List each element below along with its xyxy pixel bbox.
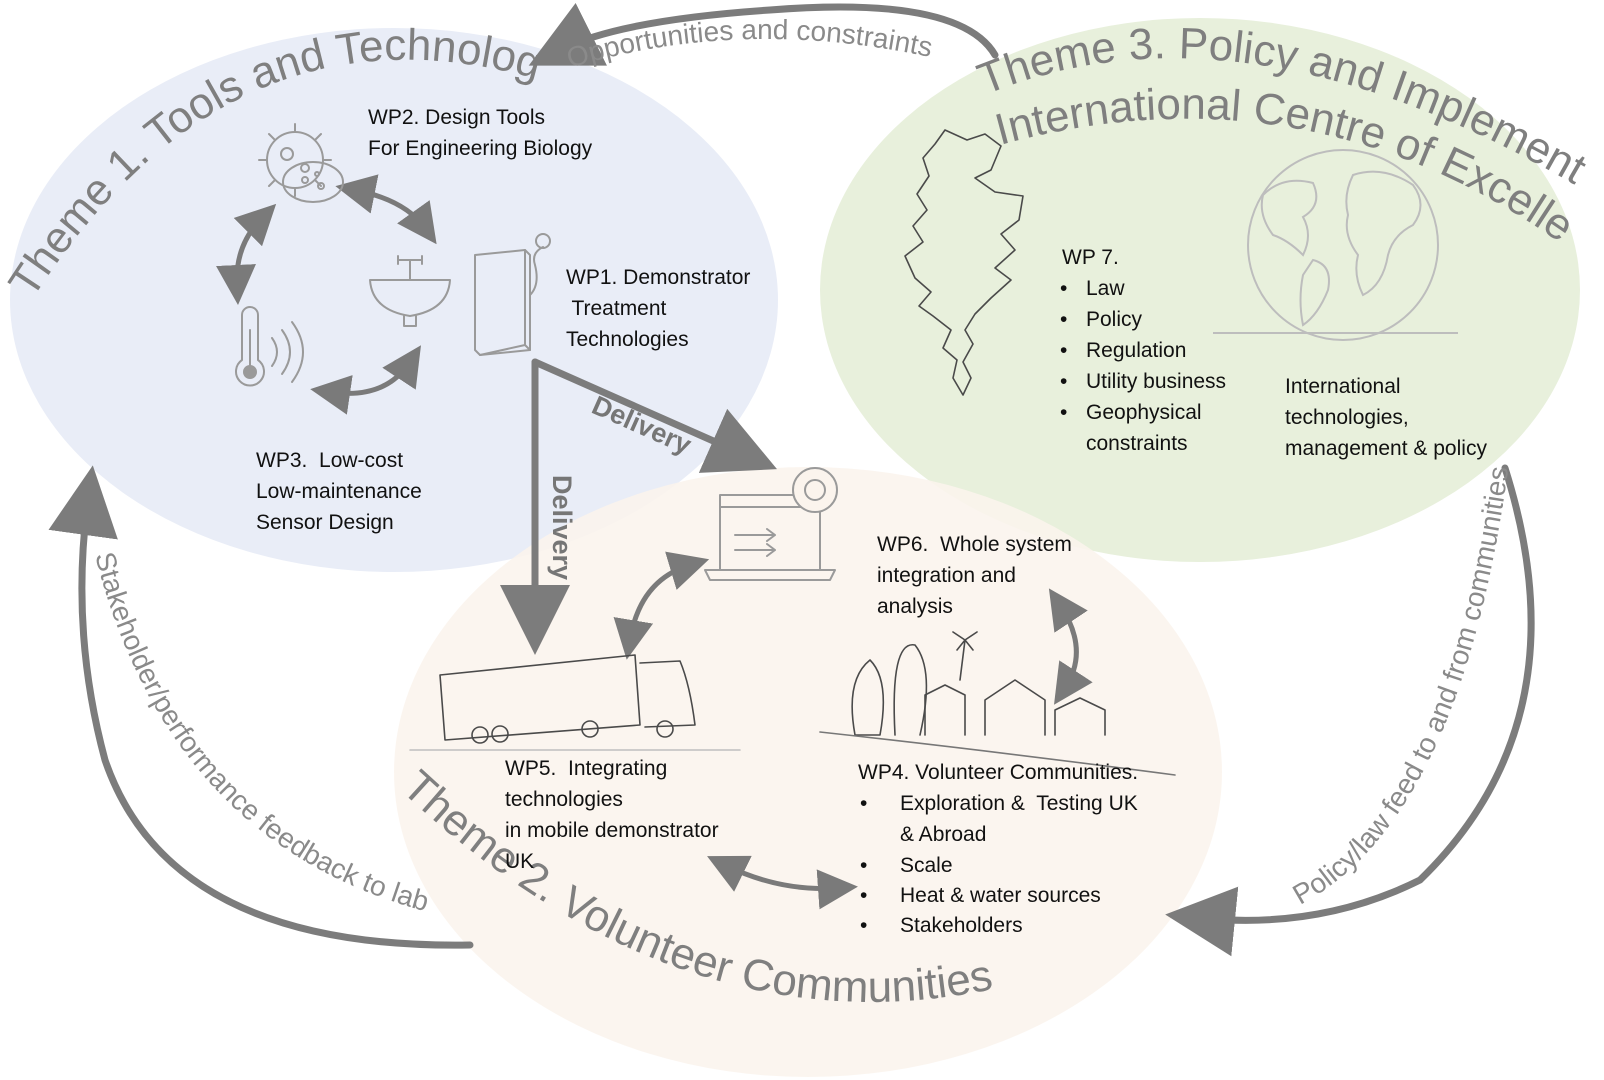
truck-icon <box>409 654 741 751</box>
international-text: International technologies, management &… <box>1285 375 1487 460</box>
wp7-bullet: • <box>1060 277 1067 300</box>
wp4-bullet: • <box>860 854 867 877</box>
wp4-title: WP4. Volunteer Communities. <box>858 761 1138 784</box>
wp7-bullet: • <box>1060 370 1067 393</box>
delivery-diagonal-arrow <box>531 358 778 473</box>
wp3-line3: Sensor Design <box>256 511 394 534</box>
treatment-unit-icon <box>474 233 551 356</box>
theme3-ellipse <box>820 18 1580 562</box>
village-icon <box>819 631 1176 776</box>
wp3-line1: WP3. Low-cost <box>256 449 403 472</box>
microbe-icon <box>258 123 344 203</box>
wp4-item-scale: Scale <box>900 854 953 877</box>
wp7-item-law: Law <box>1086 277 1125 300</box>
globe-icon <box>1213 149 1458 341</box>
scotland-map-icon <box>904 129 1024 396</box>
wp3-line2: Low-maintenance <box>256 480 422 503</box>
wp6-text: WP6. Whole system integration and analys… <box>877 533 1072 618</box>
stakeholder-feedback-arrow <box>48 465 474 949</box>
computer-gear-icon <box>704 467 838 581</box>
wp6-line1: WP6. Whole system <box>877 533 1072 556</box>
wp3-wp1-arrow <box>310 345 422 415</box>
wp5-wp4-arrow <box>707 855 858 910</box>
wp6-wp4-arrow <box>1048 588 1093 705</box>
wp7-bullet: • <box>1060 308 1067 331</box>
wp3-text: WP3. Low-cost Low-maintenance Sensor Des… <box>256 449 422 534</box>
opportunities-arrow <box>528 3 999 66</box>
wp6-line3: analysis <box>877 595 953 618</box>
wp7-item-regulation: Regulation <box>1086 339 1186 362</box>
wp2-wp3-arrow <box>216 203 277 305</box>
wp2-wp1-arrow <box>335 174 437 245</box>
opportunities-label: Opportunities and constraints <box>563 14 935 74</box>
delivery-vertical-label: Delivery <box>547 475 577 580</box>
wp1-line1: WP1. Demonstrator <box>566 266 750 289</box>
wp5-line4: UK <box>505 850 534 873</box>
wp7-item-utility: Utility business <box>1086 370 1226 393</box>
wp2-line2: For Engineering Biology <box>368 137 593 160</box>
wp4-bullet: • <box>860 884 867 907</box>
international-line2: technologies, <box>1285 406 1409 429</box>
wp7-item-policy: Policy <box>1086 308 1143 331</box>
wp4-item-stakeholders: Stakeholders <box>900 914 1023 937</box>
international-line3: management & policy <box>1285 437 1487 460</box>
wp4-bullet: • <box>860 792 867 815</box>
wp4-bullet: • <box>860 914 867 937</box>
wp7-item-geophysical: Geophysical <box>1086 401 1202 424</box>
theme2-ellipse <box>394 467 1222 1077</box>
theme1-ellipse <box>10 28 778 572</box>
wp7-title: WP 7. <box>1062 246 1119 269</box>
wp7-text: WP 7. • Law • Policy • Regulation • Util… <box>1060 246 1226 455</box>
wp2-line1: WP2. Design Tools <box>368 106 545 129</box>
wp4-item-heat-water: Heat & water sources <box>900 884 1101 907</box>
wp4-item-exploration: Exploration & Testing UK <box>900 792 1138 815</box>
wp4-text: WP4. Volunteer Communities. • Exploratio… <box>858 761 1138 937</box>
wp6-line2: integration and <box>877 564 1016 587</box>
wp7-bullet: • <box>1060 339 1067 362</box>
stakeholder-feedback-label: Stakeholder/performance feedback to lab <box>89 549 432 917</box>
wp5-line2: technologies <box>505 788 623 811</box>
wp5-text: WP5. Integrating technologies in mobile … <box>505 757 719 873</box>
wp1-line3: Technologies <box>566 328 689 351</box>
wp5-line1: WP5. Integrating <box>505 757 667 780</box>
wp7-bullet: • <box>1060 401 1067 424</box>
wp5-line3: in mobile demonstrator <box>505 819 719 842</box>
international-line1: International <box>1285 375 1401 398</box>
wp1-line2: Treatment <box>566 297 667 320</box>
thermometer-sensor-icon <box>235 306 304 387</box>
wp7-item-constraints: constraints <box>1086 432 1188 455</box>
wp2-text: WP2. Design Tools For Engineering Biolog… <box>368 106 593 160</box>
wp6-wp5-arrow <box>613 551 710 660</box>
policy-law-arrow <box>1165 464 1535 957</box>
sink-icon <box>369 255 451 327</box>
wp1-text: WP1. Demonstrator Treatment Technologies <box>566 266 750 351</box>
wp4-item-abroad: & Abroad <box>900 823 986 846</box>
